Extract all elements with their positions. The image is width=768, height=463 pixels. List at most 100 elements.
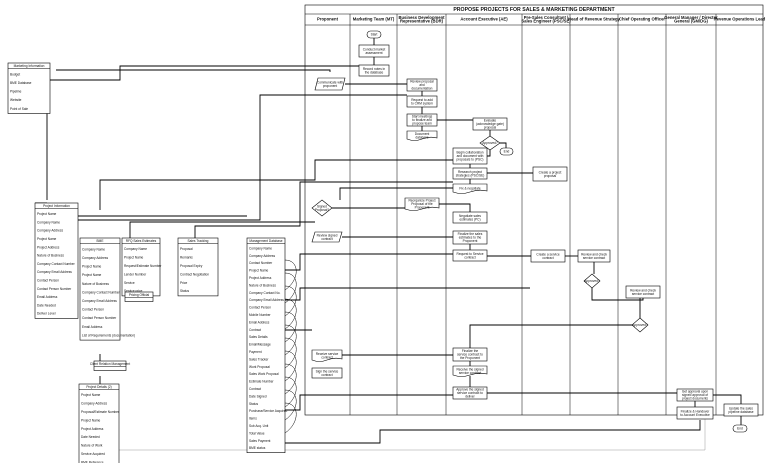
table-field: Company Email Address (37, 270, 72, 274)
db-link-curve (284, 285, 297, 317)
table-field: Service price (124, 289, 143, 293)
table-t4: Client Relation Management (90, 360, 130, 371)
table-field: Project Name (124, 256, 144, 260)
table-field: Company Address (37, 229, 63, 233)
table-field: Contract (249, 387, 261, 391)
table-field: Date Signed (249, 394, 267, 398)
shape-label: Start (371, 33, 378, 37)
table-field: Email Address (249, 320, 270, 324)
table-field: Contact Person Number (82, 316, 117, 320)
table-field: Project Name (82, 265, 102, 269)
shape-label: Evaluate(acknowledge gate)proposal (476, 119, 504, 130)
table-field: BME status (249, 446, 266, 450)
table-field: Price (180, 281, 187, 285)
table-t7: Pricing Official (124, 291, 154, 302)
lane-header: Marketing Team (MT) (353, 17, 395, 22)
db-link-curve (284, 324, 297, 356)
table-field: Lender Number (124, 272, 147, 276)
table-field: Budget (10, 72, 20, 76)
table-field: Email/Message (249, 343, 271, 347)
flow-connector (50, 65, 359, 81)
table-field: Work Proposal (249, 365, 270, 369)
flow-connector (263, 420, 701, 444)
table-field: Mobile Number (249, 313, 272, 317)
flow-connector (285, 253, 453, 271)
db-link-curve (284, 337, 297, 369)
flow-connector (439, 203, 471, 212)
table-field: Project Address (81, 427, 104, 431)
table-field: Company Address (82, 256, 108, 260)
table-field: Email Address (82, 325, 103, 329)
table-field: Remarks (180, 256, 193, 260)
table-field: Project Address (37, 245, 60, 249)
db-link-curve (284, 298, 297, 330)
flow-connector (713, 394, 742, 404)
shape-label: Approved? (482, 141, 498, 145)
flow-shape-start: Start (366, 30, 382, 39)
table-field: Items (249, 417, 257, 421)
table-field: Company Contact Number (82, 290, 121, 294)
lane-header: Account Executive (AE) (460, 17, 508, 22)
table-field: Date Needed (81, 435, 100, 439)
table-field: Company Address (249, 254, 275, 258)
db-link-curve (284, 272, 297, 304)
flow-shape-p8: Evaluate(acknowledge gate)proposal (472, 117, 508, 131)
table-field: Project Name (82, 273, 102, 277)
table-field: Proposal (180, 247, 193, 251)
lane-header: Proponent (317, 17, 339, 22)
table-field: Company Name (37, 220, 60, 224)
flow-connector (339, 187, 453, 200)
table-field: Contact Person (249, 306, 271, 310)
table-field: Pipeline (10, 90, 22, 94)
table-field: Nature of Business (249, 283, 276, 287)
table-field: Point of Sale (10, 107, 28, 111)
table-title: Project Information (43, 204, 70, 208)
shape-label: End (737, 427, 743, 431)
table-field: Service Acquired (81, 452, 105, 456)
lane-header: Revenue Operations Lead (714, 17, 766, 22)
table-field: Service (124, 281, 135, 285)
flow-connector (500, 142, 507, 148)
db-link-curve (284, 402, 297, 434)
table-title: RFQ Sales Estimates (126, 239, 157, 243)
flow-connector (56, 69, 331, 72)
table-field: Project Name (37, 237, 57, 241)
lane-header: Head of Revenue Strategy (568, 17, 621, 22)
table-field: Sales Payment (249, 439, 271, 443)
table-field: Project Name (249, 269, 269, 273)
table-field: Contract Negotiation (180, 272, 209, 276)
table-title: Pricing Official (129, 293, 150, 297)
table-field: Request/Estimate Number (124, 264, 162, 268)
table-field: Email Address (37, 295, 58, 299)
table-field: Company Name (249, 246, 272, 250)
